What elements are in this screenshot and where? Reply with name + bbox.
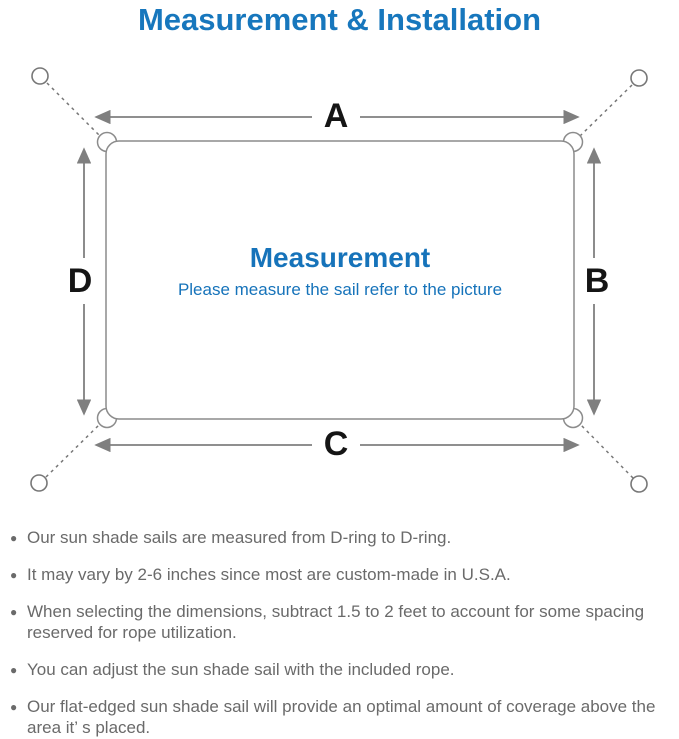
- anchor-rings: [30, 67, 648, 493]
- list-item: You can adjust the sun shade sail with t…: [10, 659, 675, 681]
- list-item: When selecting the dimensions, subtract …: [10, 601, 675, 643]
- sail-center-subtitle: Please measure the sail refer to the pic…: [177, 279, 503, 299]
- rope-line-top-left: [46, 82, 101, 137]
- rope-dashed-lines: [45, 82, 634, 479]
- dimension-label-b: B: [584, 262, 610, 300]
- anchor-ring-top-left-icon: [31, 67, 49, 85]
- anchor-ring-bottom-right-icon: [630, 475, 648, 493]
- list-item: Our flat-edged sun shade sail will provi…: [10, 696, 675, 738]
- rope-line-bottom-left: [45, 423, 101, 478]
- measurement-diagram: A B C D Measurement Please measure the s…: [30, 67, 648, 493]
- dimension-label-a: A: [323, 97, 349, 135]
- rope-line-bottom-right: [579, 423, 634, 479]
- list-item: Our sun shade sails are measured from D-…: [10, 527, 675, 549]
- dimension-arrows: [76, 109, 602, 453]
- notes-list: Our sun shade sails are measured from D-…: [10, 527, 675, 738]
- anchor-ring-top-right-icon: [630, 69, 648, 87]
- dimension-label-c: C: [323, 425, 349, 463]
- sail-rectangle: [105, 140, 575, 420]
- diagram-canvas: [30, 67, 648, 493]
- page-title: Measurement & Installation: [137, 2, 542, 37]
- dimension-label-d: D: [67, 262, 93, 300]
- rope-line-top-right: [579, 84, 633, 137]
- list-item: It may vary by 2-6 inches since most are…: [10, 564, 675, 586]
- anchor-ring-bottom-left-icon: [30, 474, 48, 492]
- sail-center-text: Measurement Please measure the sail refe…: [106, 242, 574, 300]
- sail-center-title: Measurement: [249, 242, 431, 273]
